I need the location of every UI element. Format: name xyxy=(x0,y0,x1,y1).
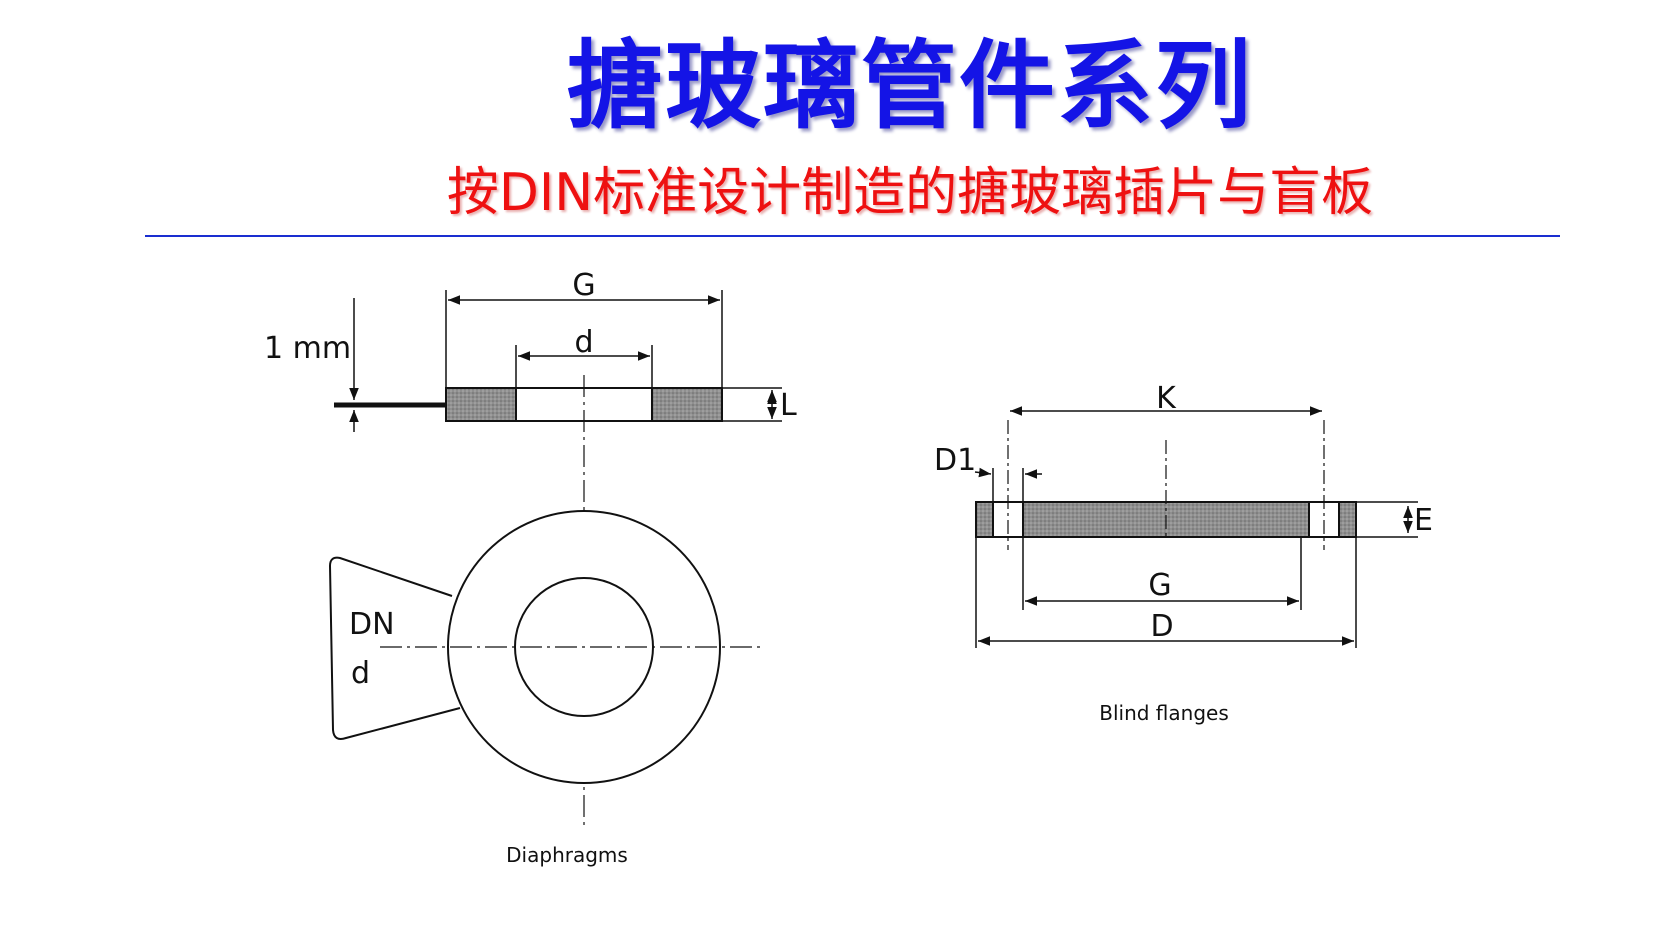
diaphragm-dim-G xyxy=(445,290,723,388)
blind-flange-label-G: G xyxy=(1148,568,1171,603)
diaphragm-label-d: d xyxy=(574,325,593,360)
blind-flange-label-D1: D1 xyxy=(934,443,976,478)
blind-flange-label-E: E xyxy=(1414,503,1433,538)
slide-title: 搪玻璃管件系列 xyxy=(567,30,1253,142)
blind-flange-dim-D1 xyxy=(974,467,1042,502)
blind-flange-dim-E xyxy=(1356,501,1418,538)
blind-flange-drawing: K D1 E G xyxy=(934,381,1433,725)
diaphragm-caption: Diaphragms xyxy=(506,843,628,867)
diaphragm-dim-L xyxy=(722,387,782,422)
blind-flange-dim-G xyxy=(1022,537,1302,610)
diaphragm-label-1mm: 1 mm xyxy=(264,331,351,366)
diaphragm-drawing: G d 1 mm L xyxy=(264,268,797,867)
diaphragm-tab xyxy=(328,556,461,740)
blind-flange-bolt-centerlines xyxy=(1007,420,1325,550)
diaphragm-dim-d xyxy=(515,345,653,388)
diaphragm-label-L: L xyxy=(780,388,797,423)
blind-flange-label-D: D xyxy=(1150,609,1173,644)
title-divider xyxy=(145,235,1560,237)
diaphragm-label-d-tab: d xyxy=(351,656,370,691)
diaphragm-label-G: G xyxy=(572,268,595,303)
slide-subtitle: 按DIN标准设计制造的搪玻璃插片与盲板 xyxy=(446,163,1374,223)
blind-flange-caption: Blind flanges xyxy=(1099,701,1229,725)
diaphragm-label-DN: DN xyxy=(349,607,395,642)
blind-flange-dim-D xyxy=(975,537,1357,648)
diaphragm-section xyxy=(334,387,723,422)
blind-flange-label-K: K xyxy=(1156,381,1177,416)
